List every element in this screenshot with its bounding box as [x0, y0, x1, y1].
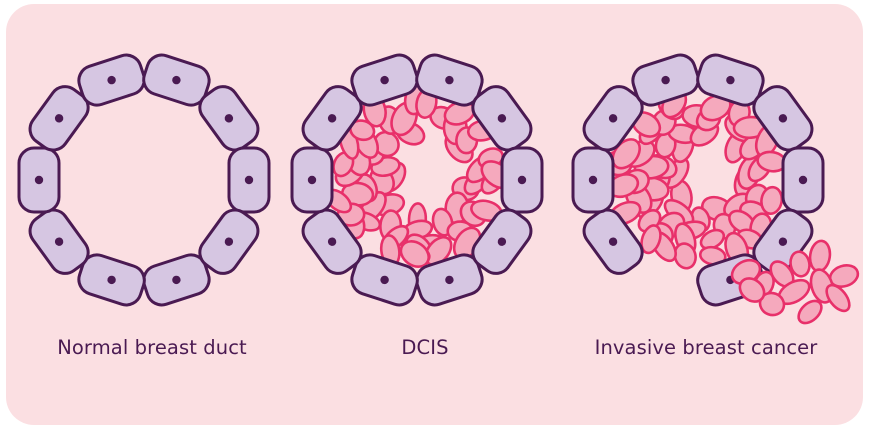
cell-nucleus [35, 176, 43, 184]
cell-nucleus [518, 176, 526, 184]
duct-cell [783, 148, 823, 212]
diagram-panel: Normal breast duct DCIS Invasive breast … [6, 4, 863, 425]
duct-cell [229, 148, 269, 212]
duct-diagram [6, 4, 863, 425]
caption-normal-breast-duct: Normal breast duct [12, 336, 292, 359]
duct-cell [502, 148, 542, 212]
cell-nucleus [308, 176, 316, 184]
caption-dcis: DCIS [285, 336, 565, 359]
duct-cell [19, 148, 59, 212]
caption-invasive-breast-cancer: Invasive breast cancer [566, 336, 846, 359]
cell-nucleus [799, 176, 807, 184]
cell-nucleus [245, 176, 253, 184]
cell-nucleus [589, 176, 597, 184]
duct-cell [573, 148, 613, 212]
duct-cell [292, 148, 332, 212]
